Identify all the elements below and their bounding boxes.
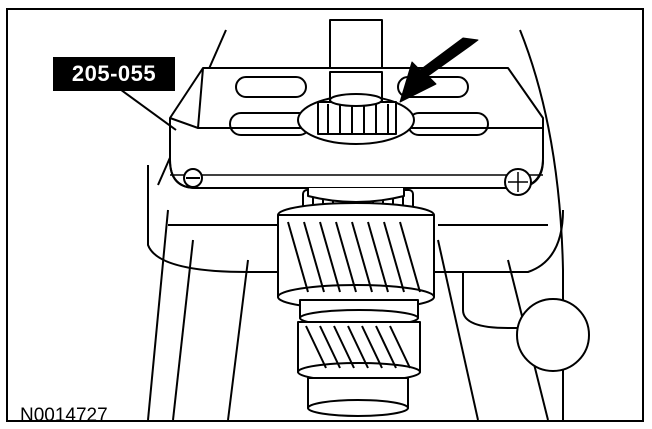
bearing-separator-plate — [169, 67, 544, 203]
label-leader-line — [112, 83, 177, 131]
gear-removal-illustration — [112, 19, 590, 420]
shift-knob — [516, 298, 590, 372]
pointer-arrow — [399, 37, 479, 103]
plate-bolts — [183, 168, 532, 196]
figure-id-label: N0014727 — [20, 405, 108, 422]
illustration-frame: 205-055 N0014727 — [6, 8, 644, 422]
transmission-case — [147, 29, 564, 420]
gear-stack — [277, 189, 435, 417]
tool-number-label: 205-055 — [53, 57, 175, 91]
